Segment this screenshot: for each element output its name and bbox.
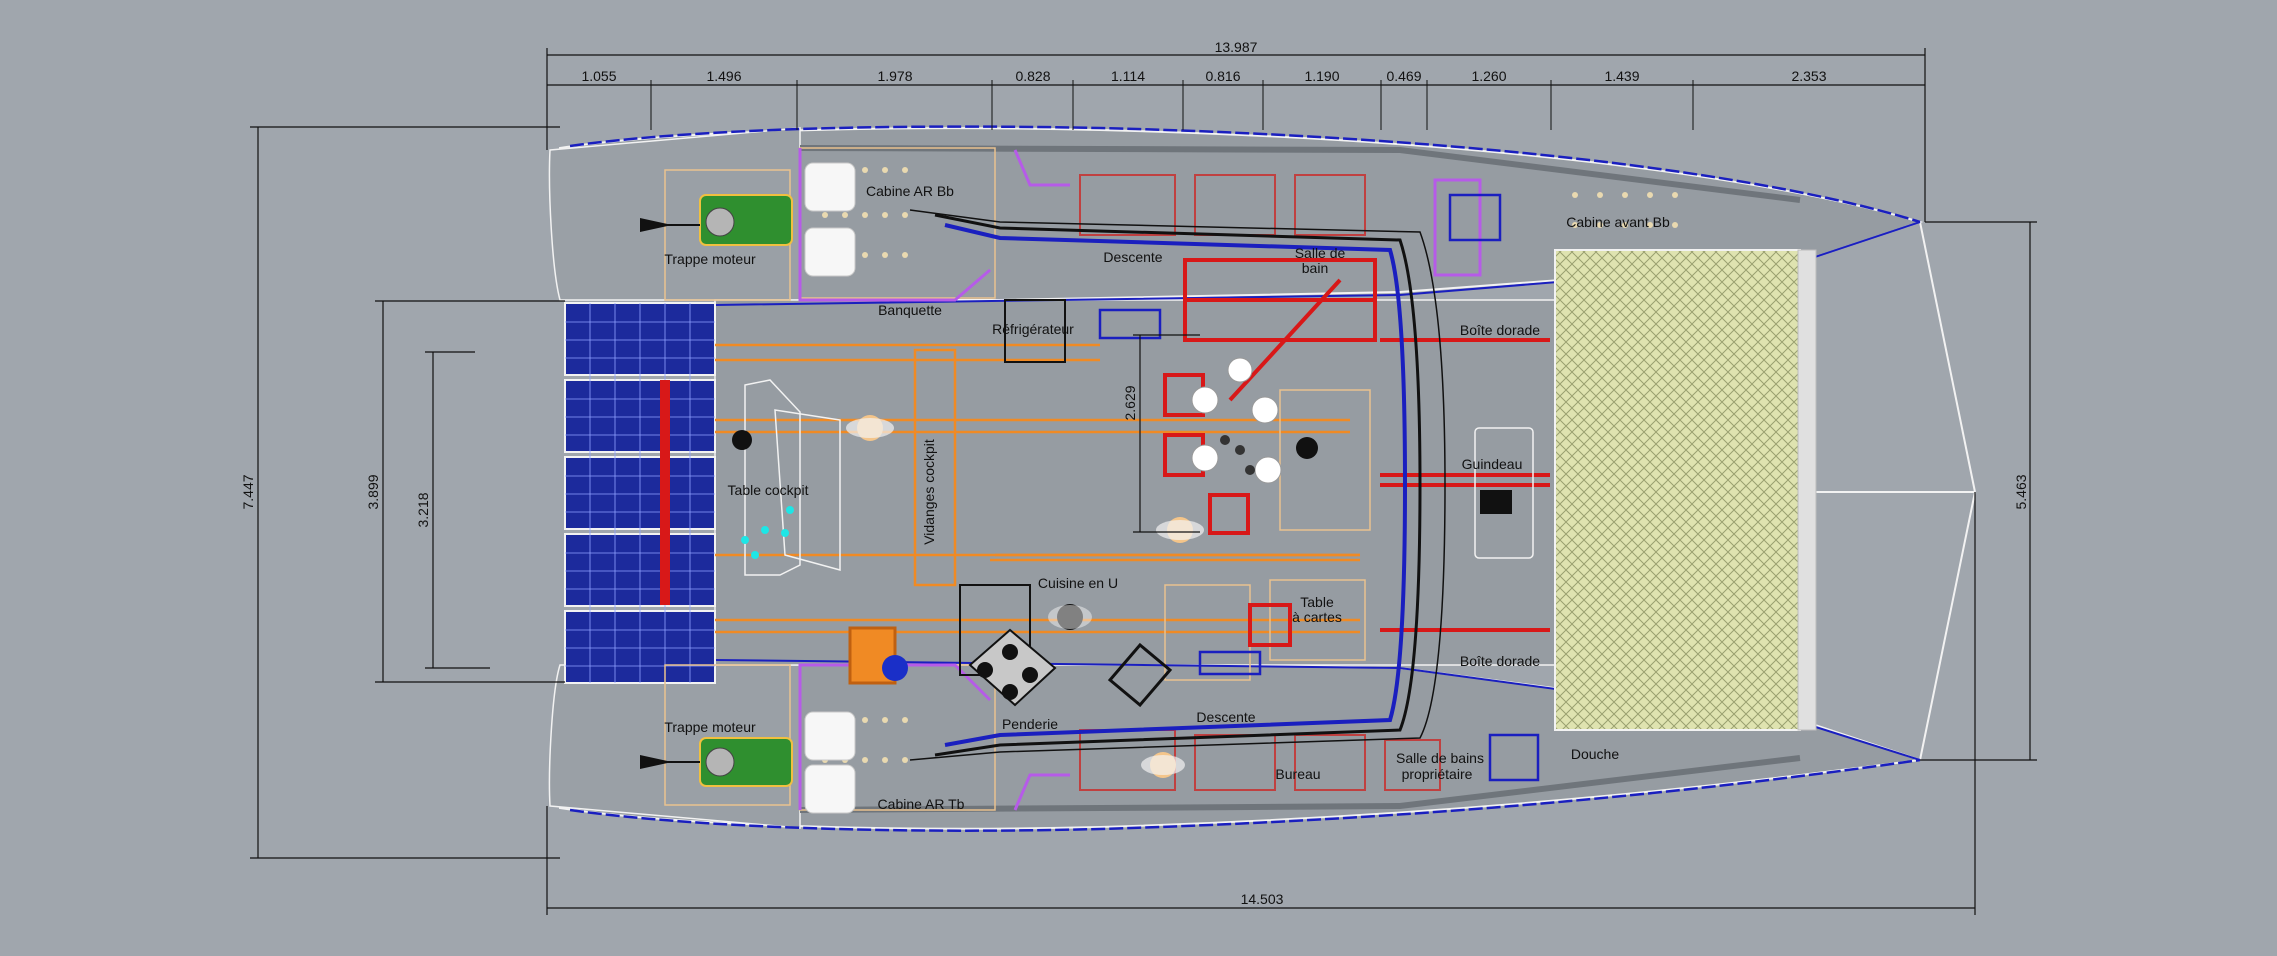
dim-seg-7: 1.190 xyxy=(1304,68,1339,84)
forward-crossbeam xyxy=(1797,249,1817,731)
windlass xyxy=(1480,490,1512,514)
windlass-box xyxy=(1474,427,1534,559)
label-descente-top: Descente xyxy=(1103,249,1162,265)
label-cabine-avant-bb: Cabine avant Bb xyxy=(1566,214,1670,230)
dim-saloon: 2.629 xyxy=(1122,385,1138,420)
label-penderie: Penderie xyxy=(1002,716,1058,732)
galley xyxy=(848,299,1173,708)
dim-right: 5.463 xyxy=(2013,474,2029,509)
dim-seg-4: 0.828 xyxy=(1015,68,1050,84)
trampoline-net xyxy=(1554,249,1801,731)
blue-hatches xyxy=(1098,193,1540,782)
red-fittings xyxy=(1163,258,1550,647)
label-table-cockpit: Table cockpit xyxy=(728,482,809,498)
deck-vents xyxy=(822,167,1678,763)
label-bureau: Bureau xyxy=(1275,766,1320,782)
label-banquette: Banquette xyxy=(878,302,942,318)
room-labels: Cabine AR Bb Trappe moteur Banquette Des… xyxy=(664,183,1670,812)
dim-left-outer: 7.447 xyxy=(240,474,256,509)
dim-left-mid: 3.899 xyxy=(365,474,381,509)
dim-seg-5: 1.114 xyxy=(1111,68,1145,84)
label-cabine-ar-bb: Cabine AR Bb xyxy=(866,183,954,199)
label-guindeau: Guindeau xyxy=(1462,456,1523,472)
label-douche: Douche xyxy=(1571,746,1619,762)
coachroof xyxy=(909,209,1446,761)
label-salle-de-bain-1: Salle de xyxy=(1295,245,1346,261)
label-table-a-cartes-2: à cartes xyxy=(1292,609,1342,625)
dimension-texts: 13.987 1.055 1.496 1.978 0.828 1.114 0.8… xyxy=(240,39,2029,907)
solar-panels xyxy=(564,302,716,684)
dim-seg-1: 1.055 xyxy=(581,68,616,84)
dim-seg-11: 2.353 xyxy=(1791,68,1826,84)
label-boite-dorade-top: Boîte dorade xyxy=(1460,322,1540,338)
dim-left-inner: 3.218 xyxy=(415,492,431,527)
berth-cushions xyxy=(804,162,856,814)
bowsprit-top xyxy=(1919,221,1976,493)
dimension-lines xyxy=(250,48,2037,915)
label-cabine-ar-tb: Cabine AR Tb xyxy=(878,796,965,812)
cockpit-dots xyxy=(741,506,794,559)
dim-overall-bottom: 14.503 xyxy=(1241,891,1284,907)
dim-seg-9: 1.260 xyxy=(1471,68,1506,84)
port-walkway xyxy=(799,145,1801,203)
label-descente-bottom: Descente xyxy=(1196,709,1255,725)
port-hull-blue-line xyxy=(569,125,1921,224)
label-trappe-moteur-bottom: Trappe moteur xyxy=(664,719,756,735)
dim-seg-3: 1.978 xyxy=(877,68,912,84)
saloon-dinette xyxy=(1191,357,1282,484)
dim-seg-8: 0.469 xyxy=(1386,68,1421,84)
dim-seg-10: 1.439 xyxy=(1604,68,1639,84)
label-trappe-moteur-top: Trappe moteur xyxy=(664,251,756,267)
label-boite-dorade-bottom: Boîte dorade xyxy=(1460,653,1540,669)
bowsprit-bottom xyxy=(1919,491,1976,761)
label-salle-de-bain-2: bain xyxy=(1302,260,1328,276)
label-salle-de-bains-proprietaire-2: propriétaire xyxy=(1402,766,1473,782)
cockpit-table xyxy=(744,379,801,576)
hull-structure xyxy=(548,125,1976,832)
people xyxy=(732,415,1318,778)
engines xyxy=(640,194,793,787)
galley-stove xyxy=(968,628,1057,707)
label-refrigerateur: Réfrigérateur xyxy=(992,321,1074,337)
starboard-hull-blue-line xyxy=(569,758,1921,832)
label-table-a-cartes-1: Table xyxy=(1300,594,1334,610)
pipework xyxy=(715,343,1360,634)
dim-seg-2: 1.496 xyxy=(706,68,741,84)
label-cuisine-en-u: Cuisine en U xyxy=(1038,575,1118,591)
cockpit-table-top xyxy=(774,409,841,571)
port-stern xyxy=(548,127,801,301)
label-vidanges-cockpit: Vidanges cockpit xyxy=(921,439,937,545)
dim-overall-top: 13.987 xyxy=(1215,39,1258,55)
starboard-walkway xyxy=(799,755,1801,813)
dim-seg-6: 0.816 xyxy=(1205,68,1240,84)
label-salle-de-bains-proprietaire-1: Salle de bains xyxy=(1396,750,1484,766)
bridgedeck xyxy=(714,299,1556,666)
